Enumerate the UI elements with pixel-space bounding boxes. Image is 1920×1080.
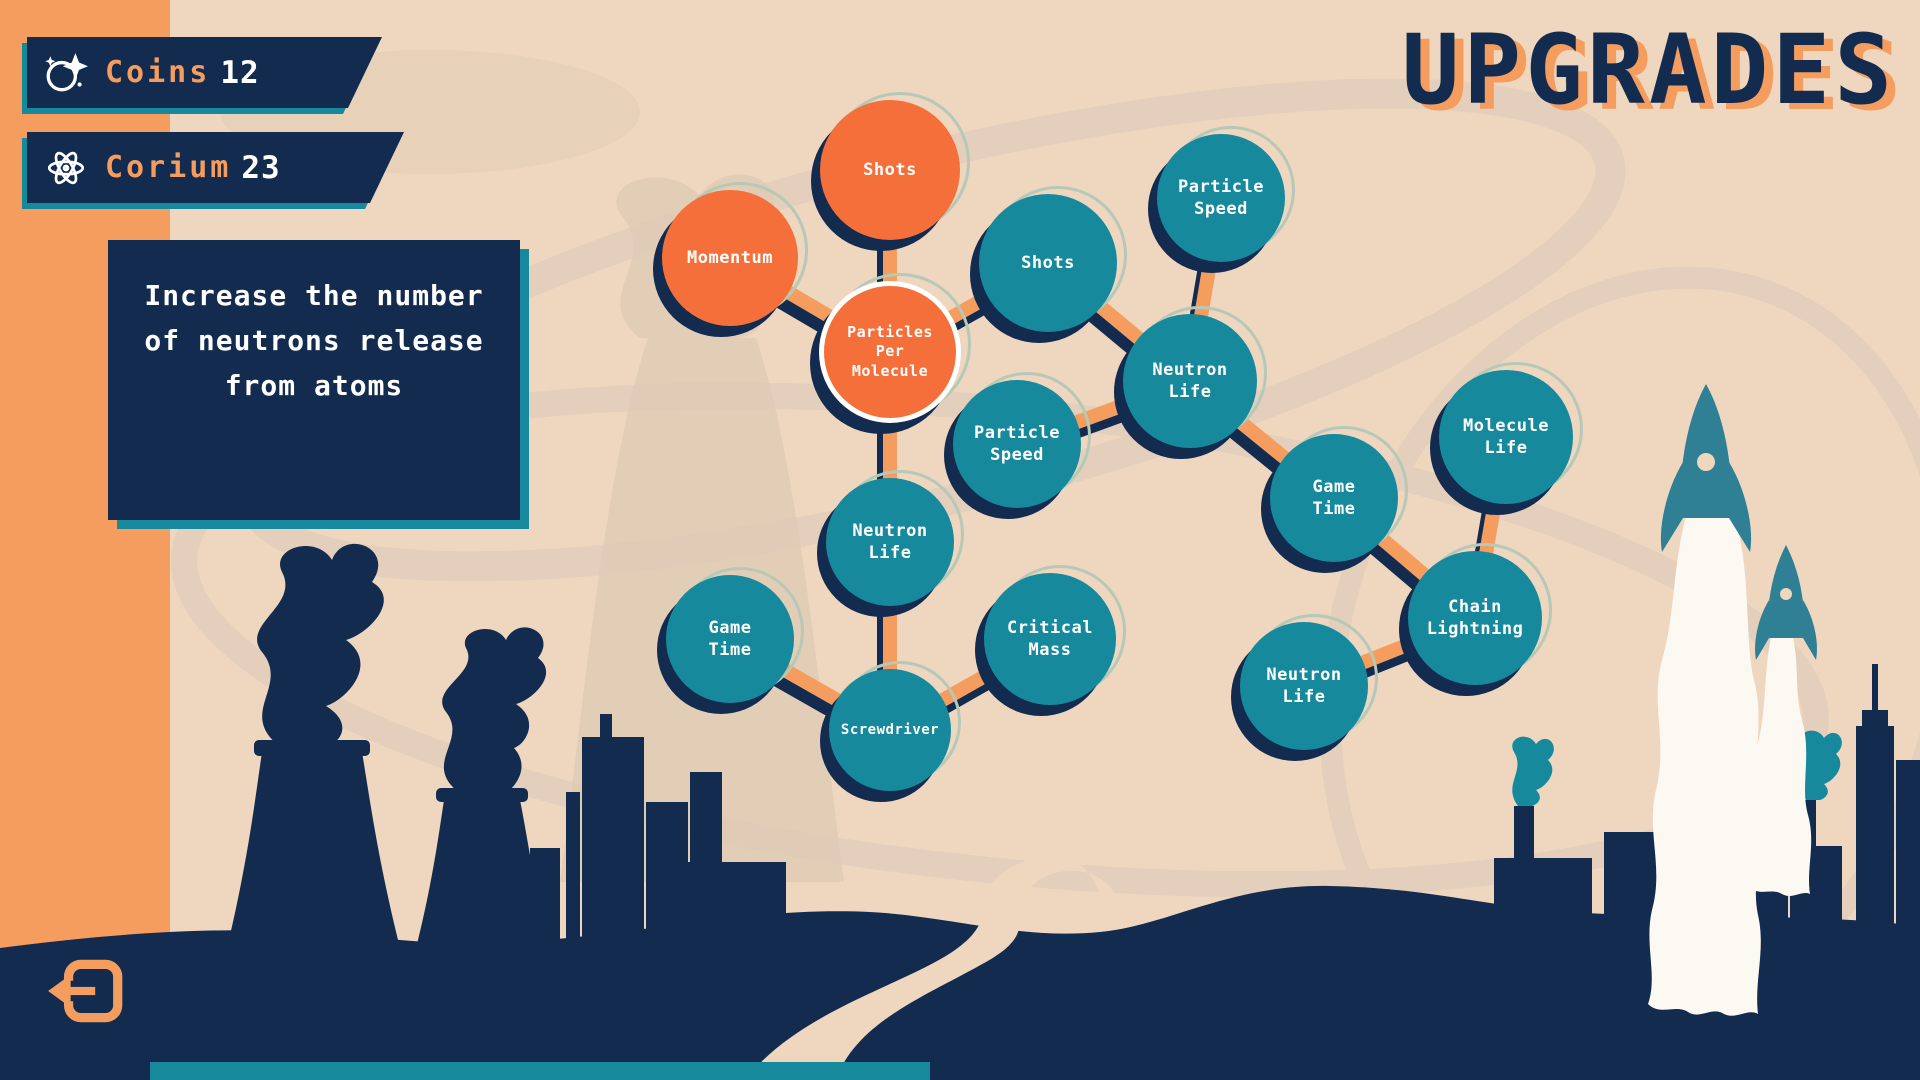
skyscraper-antenna: [1872, 664, 1878, 726]
corium-banner: Corium 23: [27, 132, 404, 203]
city-buildings-right: [1494, 664, 1920, 948]
exhaust-plume: [1750, 632, 1812, 896]
building-chimney: [1514, 806, 1534, 862]
node-circle: Molecule Life: [1439, 370, 1573, 504]
upgrade-node-particles-per-molecule[interactable]: Particles Per Molecule: [819, 273, 971, 423]
upgrade-description-text: Increase the number of neutrons release …: [144, 279, 484, 402]
building: [1494, 858, 1592, 948]
river: [745, 855, 1126, 1080]
page-title: UPGRADES: [1401, 14, 1896, 126]
exhaust-plume: [1648, 516, 1762, 1016]
building: [1896, 760, 1920, 948]
upgrade-node-molecule-life[interactable]: Molecule Life: [1439, 362, 1583, 504]
upgrade-node-game-time-2[interactable]: Game Time: [666, 567, 804, 703]
rocket-window: [1697, 453, 1715, 471]
node-label: Screwdriver: [840, 721, 940, 738]
upgrade-node-game-time-1[interactable]: Game Time: [1270, 426, 1408, 562]
coins-banner-face: Coins 12: [27, 37, 382, 108]
node-label: Particle Speed: [1178, 176, 1264, 219]
upgrade-node-shots-2[interactable]: Shots: [979, 186, 1127, 332]
bottom-teal-strip: [150, 1062, 930, 1080]
upgrade-node-particle-speed-1[interactable]: Particle Speed: [1157, 126, 1295, 262]
node-circle: Shots: [820, 100, 960, 240]
node-label: Molecule Life: [1463, 415, 1549, 458]
upgrade-node-neutron-life-3[interactable]: Neutron Life: [1240, 614, 1378, 750]
node-circle: Neutron Life: [1123, 314, 1257, 448]
node-label: Critical Mass: [1007, 617, 1093, 660]
city-buildings-left: [530, 714, 786, 948]
node-circle: Particle Speed: [953, 380, 1081, 508]
node-circle: Critical Mass: [984, 573, 1116, 705]
rocket-large: [1660, 384, 1752, 552]
rockets: [1660, 384, 1817, 660]
node-circle: Momentum: [662, 190, 798, 326]
building: [530, 848, 560, 948]
node-circle: Neutron Life: [826, 478, 954, 606]
corium-banner-face: Corium 23: [27, 132, 404, 203]
rocket-fin: [1660, 462, 1683, 552]
tower-smoke: [257, 543, 384, 745]
node-label: Game Time: [708, 617, 752, 660]
building: [646, 862, 786, 948]
node-label: Momentum: [687, 247, 773, 268]
upgrade-node-critical-mass[interactable]: Critical Mass: [984, 565, 1126, 705]
coins-banner: Coins 12: [27, 37, 382, 108]
node-circle: Particles Per Molecule: [819, 281, 961, 423]
node-label: Neutron Life: [1152, 359, 1228, 402]
atom-icon: [43, 145, 89, 191]
cooling-tower-rim: [436, 788, 528, 802]
upgrade-node-chain-lightning[interactable]: Chain Lightning: [1408, 543, 1552, 685]
ground: [0, 885, 1920, 1080]
coins-label: Coins: [105, 55, 211, 90]
node-circle: Shots: [979, 194, 1117, 332]
chimney-smoke: [1512, 736, 1554, 806]
node-label: Neutron Life: [852, 520, 928, 563]
chimney-smoke: [1800, 730, 1842, 800]
upgrade-node-shots-1[interactable]: Shots: [820, 92, 970, 240]
node-label: Particle Speed: [974, 422, 1060, 465]
cooling-towers: [227, 543, 548, 948]
node-label: Game Time: [1312, 476, 1356, 519]
rocket-fin: [1729, 462, 1752, 552]
building-chimney: [600, 714, 612, 740]
building: [582, 737, 644, 948]
upgrade-node-screwdriver[interactable]: Screwdriver: [829, 661, 961, 791]
upgrade-node-neutron-life-2[interactable]: Neutron Life: [826, 470, 964, 606]
node-circle: Screwdriver: [829, 669, 951, 791]
node-circle: Neutron Life: [1240, 622, 1368, 750]
cooling-tower: [227, 752, 400, 948]
coin-icon: [43, 50, 89, 96]
rocket-body: [1680, 384, 1732, 518]
back-icon: [48, 959, 123, 1023]
node-circle: Game Time: [666, 575, 794, 703]
coins-value: 12: [220, 54, 260, 91]
node-label: Shots: [863, 159, 917, 180]
rocket-small: [1755, 545, 1817, 660]
upgrade-node-momentum[interactable]: Momentum: [662, 182, 808, 326]
cooling-tower: [416, 800, 548, 948]
upgrade-node-neutron-life-1[interactable]: Neutron Life: [1123, 306, 1267, 448]
node-circle: Particle Speed: [1157, 134, 1285, 262]
node-label: Particles Per Molecule: [847, 322, 933, 380]
tower-smoke: [442, 627, 547, 790]
skyscraper: [1856, 726, 1894, 948]
upgrade-description-box: Increase the number of neutrons release …: [108, 240, 520, 520]
rocket-fin: [1755, 600, 1769, 660]
node-label: Shots: [1021, 252, 1075, 273]
node-label: Chain Lightning: [1426, 596, 1524, 639]
building: [566, 792, 580, 948]
node-circle: Game Time: [1270, 434, 1398, 562]
node-circle: Chain Lightning: [1408, 551, 1542, 685]
corium-label: Corium: [105, 150, 232, 185]
rocket-fin: [1803, 600, 1817, 660]
node-label: Neutron Life: [1266, 664, 1342, 707]
upgrade-node-particle-speed-2[interactable]: Particle Speed: [953, 372, 1091, 508]
back-button[interactable]: [44, 948, 130, 1034]
corium-value: 23: [241, 149, 281, 186]
rocket-exhaust: [1648, 516, 1812, 1016]
rocket-window: [1780, 588, 1792, 600]
